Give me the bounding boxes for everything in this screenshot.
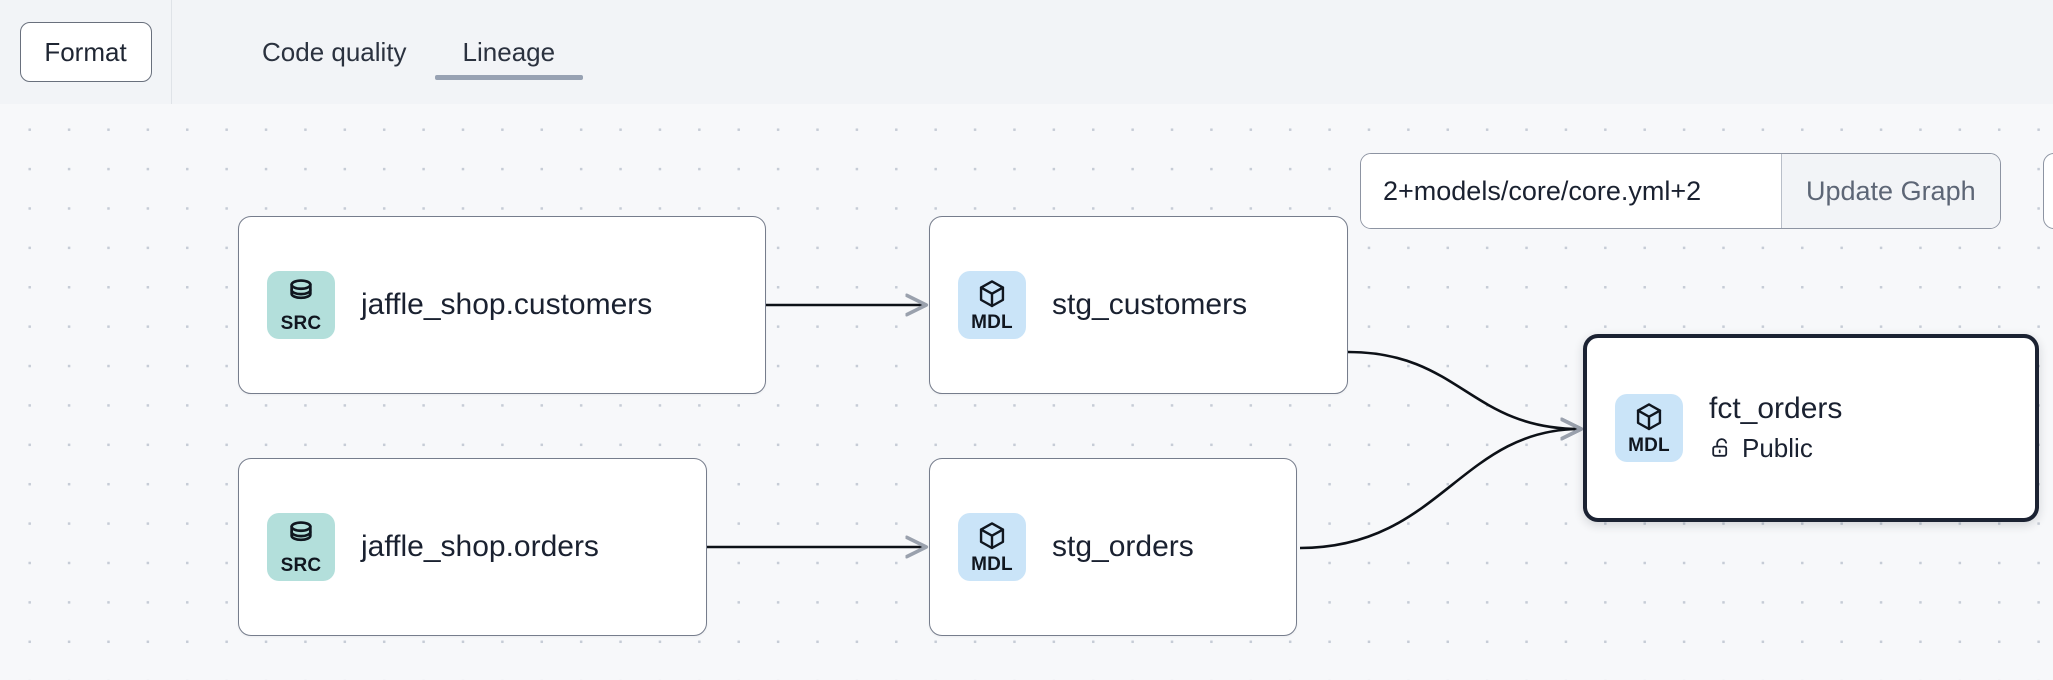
- cube-icon: [1636, 403, 1662, 431]
- lineage-node-stg-customers[interactable]: MDL stg_customers: [929, 216, 1348, 394]
- update-graph-button[interactable]: Update Graph: [1781, 154, 2000, 228]
- database-icon: [290, 521, 312, 542]
- badge-mdl: MDL: [958, 513, 1026, 581]
- node-body: jaffle_shop.orders: [361, 530, 599, 565]
- format-button-zone: Format: [0, 0, 172, 104]
- tab-code-quality-label: Code quality: [262, 36, 407, 67]
- badge-src-label: SRC: [280, 555, 322, 576]
- node-title: jaffle_shop.customers: [361, 287, 653, 321]
- tab-underline-active: [434, 75, 584, 80]
- badge-mdl: MDL: [958, 271, 1026, 339]
- format-button[interactable]: Format: [19, 22, 152, 82]
- badge-mdl-label: MDL: [1628, 435, 1670, 456]
- tab-lineage-label: Lineage: [462, 36, 556, 67]
- graph-selector-toolbar: Update Graph: [1360, 153, 2001, 229]
- badge-src-label: SRC: [280, 313, 322, 334]
- node-body: jaffle_shop.customers: [361, 288, 652, 323]
- badge-mdl-label: MDL: [971, 554, 1013, 575]
- toolbar: Format Code quality Lineage: [0, 0, 2053, 104]
- node-visibility-label: Public: [1742, 432, 1813, 463]
- node-title: fct_orders: [1709, 392, 1843, 426]
- lineage-node-src-customers[interactable]: SRC jaffle_shop.customers: [238, 216, 766, 394]
- edge-stg-orders-to-fct-orders: [1299, 429, 1580, 550]
- tab-code-quality[interactable]: Code quality: [234, 0, 435, 104]
- badge-src: SRC: [267, 513, 335, 581]
- node-title: stg_orders: [1052, 529, 1194, 563]
- badge-src: SRC: [267, 271, 335, 339]
- node-title: jaffle_shop.orders: [361, 529, 599, 563]
- node-title: stg_customers: [1052, 287, 1248, 321]
- lineage-node-src-orders[interactable]: SRC jaffle_shop.orders: [238, 458, 707, 636]
- lineage-node-stg-orders[interactable]: MDL stg_orders: [929, 458, 1297, 636]
- node-body: stg_orders: [1052, 530, 1194, 565]
- tab-bar: Code quality Lineage: [172, 0, 584, 104]
- tab-lineage[interactable]: Lineage: [434, 0, 584, 104]
- lineage-node-fct-orders[interactable]: MDL fct_orders Public: [1583, 334, 2039, 522]
- node-visibility: Public: [1709, 433, 1842, 464]
- node-body: fct_orders Public: [1709, 392, 1842, 464]
- graph-selector-input[interactable]: [1361, 154, 1781, 228]
- database-icon: [290, 279, 312, 300]
- node-body: stg_customers: [1052, 288, 1247, 323]
- unlock-icon: [1712, 438, 1728, 457]
- lineage-canvas[interactable]: SRC jaffle_shop.customers SRC jaffle_sho…: [0, 104, 2053, 680]
- edge-stg-customers-to-fct-orders: [1347, 350, 1580, 429]
- cube-icon: [979, 280, 1005, 308]
- badge-mdl-label: MDL: [971, 312, 1013, 333]
- graph-side-control[interactable]: [2043, 153, 2053, 229]
- cube-icon: [979, 522, 1005, 550]
- badge-mdl: MDL: [1615, 394, 1683, 462]
